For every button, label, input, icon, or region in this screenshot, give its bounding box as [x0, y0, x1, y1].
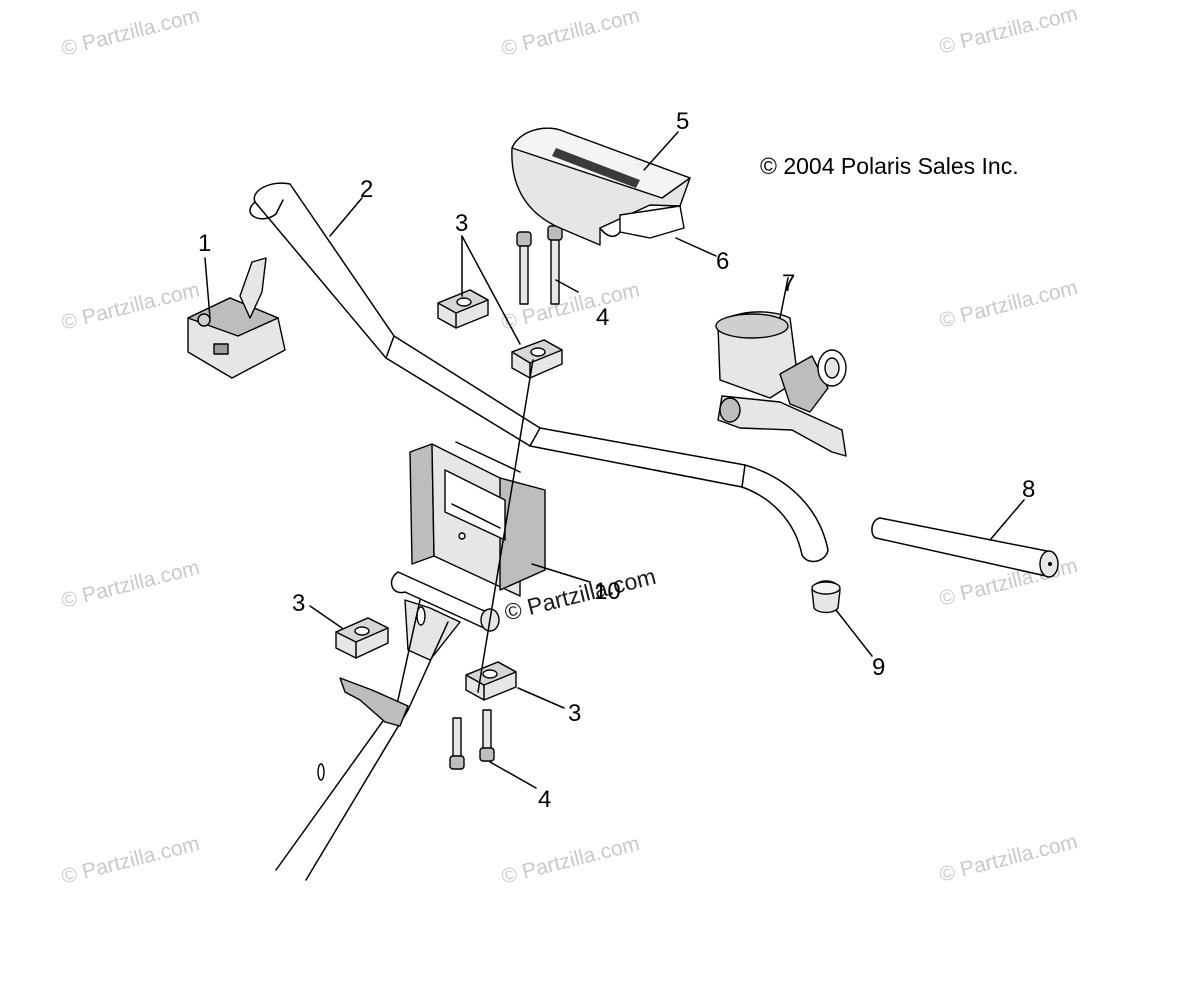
callout-3-left: 3 [292, 590, 306, 617]
handlebar-pad [511, 127, 691, 246]
leader-lines [204, 131, 1025, 789]
callout-6: 6 [716, 248, 730, 275]
brake-master-cylinder [715, 311, 847, 457]
steering-post [275, 571, 500, 881]
callout-3-upper: 3 [455, 210, 469, 237]
callout-10: 10 [594, 578, 621, 605]
callout-7: 7 [782, 270, 796, 297]
callout-2: 2 [360, 176, 374, 203]
clamp-block-lower-right [465, 661, 517, 701]
end-plug [811, 580, 841, 614]
callout-3-lower: 3 [568, 700, 582, 727]
bolts-lower [449, 709, 495, 770]
copyright-notice: © 2004 Polaris Sales Inc. [760, 153, 1019, 179]
bar-mount-riser [409, 441, 546, 597]
callout-1: 1 [198, 230, 212, 257]
grip [871, 517, 1059, 578]
callout-4-lower: 4 [538, 786, 552, 813]
clamp-block-lower-left [335, 617, 389, 659]
callout-9: 9 [872, 654, 886, 681]
clamp-block-upper-left [437, 289, 489, 329]
callout-8: 8 [1022, 476, 1036, 503]
callout-4-upper: 4 [596, 304, 610, 331]
throttle-housing [187, 257, 286, 379]
handlebar [249, 182, 829, 563]
clamp-block-upper-right [511, 339, 563, 379]
bolts-upper [516, 225, 563, 305]
callout-5: 5 [676, 108, 690, 135]
